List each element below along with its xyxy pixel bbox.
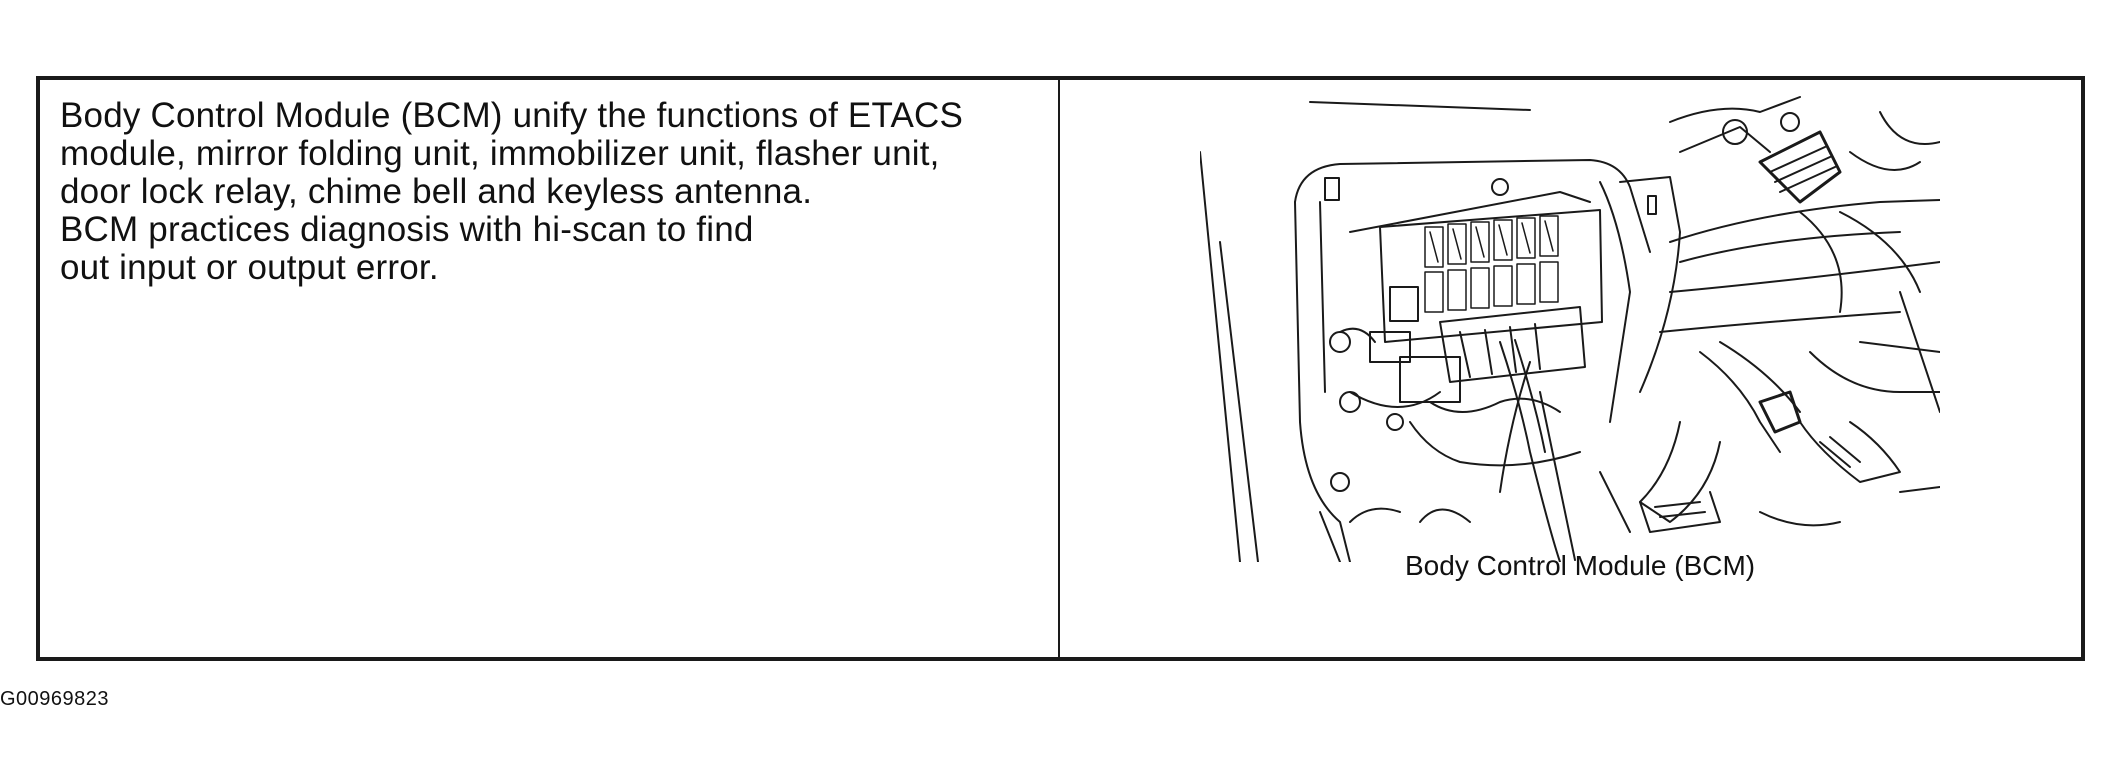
description-line-1: Body Control Module (BCM) unify the func… <box>60 96 964 135</box>
figure-id: G00969823 <box>0 688 110 710</box>
description-line-3: door lock relay, chime bell and keyless … <box>60 172 813 211</box>
description-cell: Body Control Module (BCM) unify the func… <box>40 80 1060 657</box>
description-line-2: module, mirror folding unit, immobilizer… <box>60 134 940 173</box>
figure-caption: Body Control Module (BCM) <box>1405 550 1756 581</box>
bcm-line-drawing <box>1200 96 1940 562</box>
illustration-cell: Body Control Module (BCM) <box>1060 80 2081 657</box>
description-line-4: BCM practices diagnosis with hi-scan to … <box>60 210 754 249</box>
description-line-5: out input or output error. <box>60 248 439 287</box>
bcm-location-illustration <box>1200 92 1940 562</box>
document-table: Body Control Module (BCM) unify the func… <box>36 76 2085 661</box>
